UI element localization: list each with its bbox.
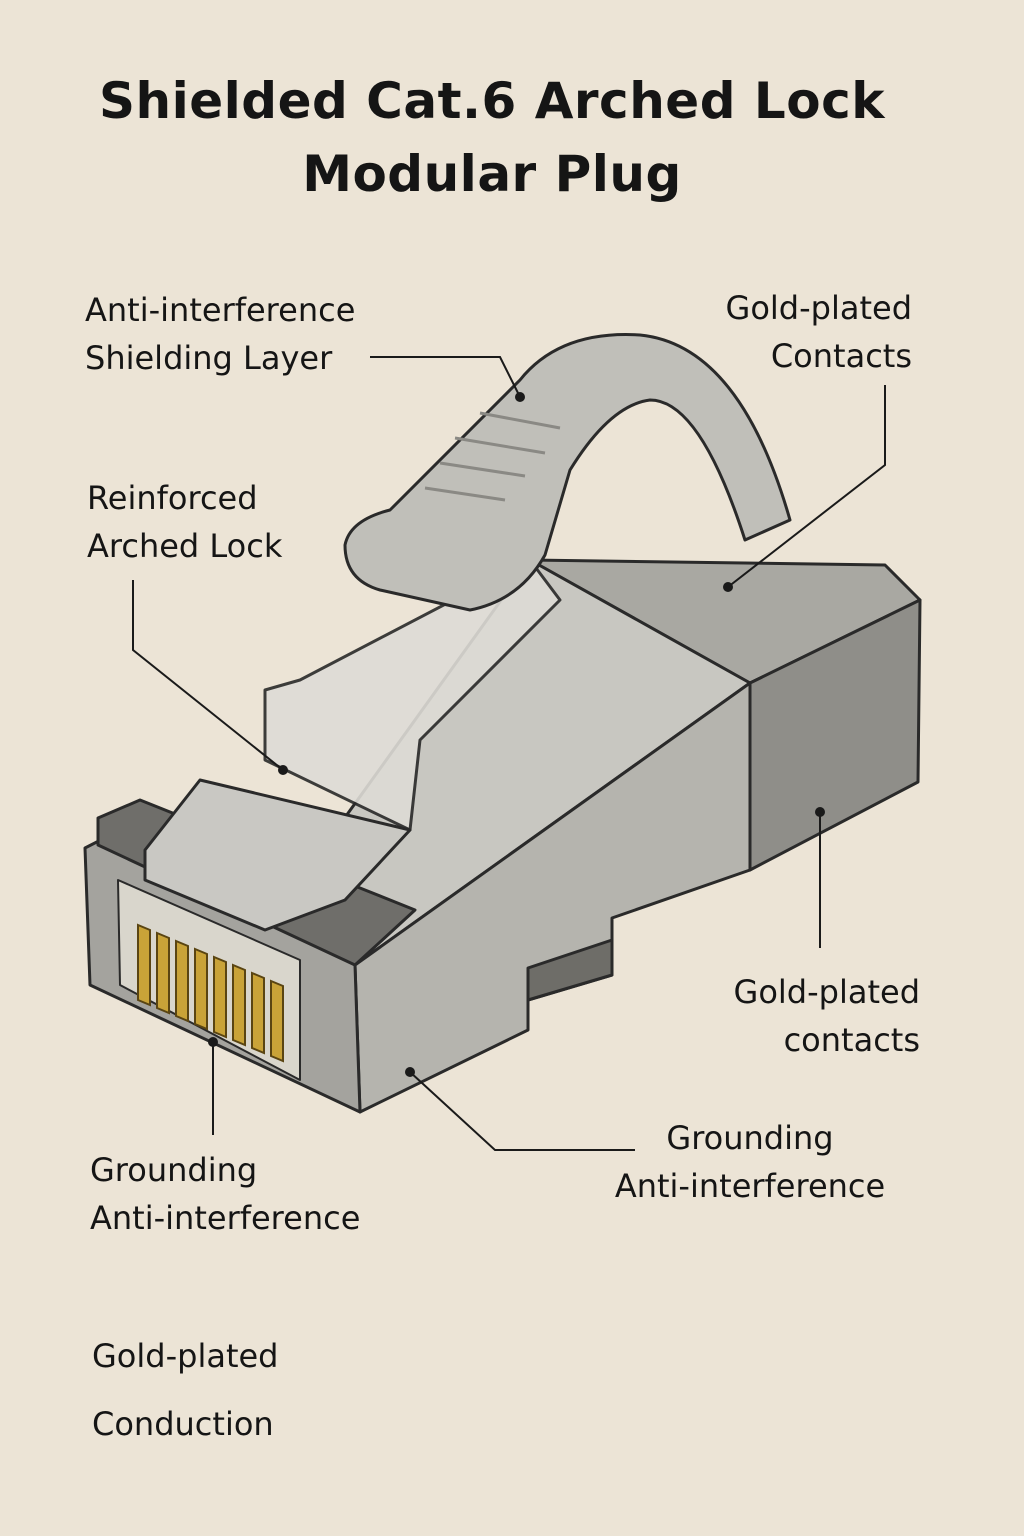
label-line: Shielding Layer bbox=[85, 339, 333, 377]
arch-handle bbox=[343, 333, 792, 612]
gold-contact-pin bbox=[137, 923, 151, 1007]
label-line: Grounding bbox=[666, 1119, 834, 1157]
title-line-1: Shielded Cat.6 Arched Lock bbox=[98, 72, 886, 130]
gold-contact-pin bbox=[270, 979, 284, 1063]
label-line: Arched Lock bbox=[87, 527, 283, 565]
label-line: Reinforced bbox=[87, 479, 258, 517]
title-line-2: Modular Plug bbox=[302, 145, 682, 203]
label-line: Anti-interference bbox=[85, 291, 356, 329]
gold-contact-pin bbox=[232, 963, 246, 1047]
latch-ramp bbox=[263, 558, 562, 832]
gold-contact-pin bbox=[213, 955, 227, 1039]
label-line: contacts bbox=[783, 1021, 920, 1059]
label-line: Anti-interference bbox=[90, 1199, 361, 1237]
label-line: Conduction bbox=[92, 1405, 274, 1443]
label-line: Contacts bbox=[770, 337, 912, 375]
label-line: Gold-plated bbox=[92, 1337, 279, 1375]
label-line: Gold-plated bbox=[725, 289, 912, 327]
gold-contacts bbox=[137, 923, 284, 1063]
leader-dots bbox=[208, 392, 825, 1077]
leader-lines bbox=[132, 356, 886, 1151]
gold-contact-pin bbox=[175, 939, 189, 1023]
shield-slot bbox=[526, 938, 614, 1002]
gold-contact-pin bbox=[156, 931, 170, 1015]
label-line: Anti-interference bbox=[614, 1167, 886, 1205]
label-line: Gold-plated bbox=[733, 973, 920, 1011]
grip-ridges bbox=[424, 411, 561, 502]
gold-contact-pin bbox=[251, 971, 265, 1055]
label-line: Grounding bbox=[90, 1151, 258, 1189]
gold-contact-pin bbox=[194, 947, 208, 1031]
label-contacts-right: Gold-plated contacts bbox=[734, 968, 920, 1064]
latch-front bbox=[143, 778, 412, 932]
